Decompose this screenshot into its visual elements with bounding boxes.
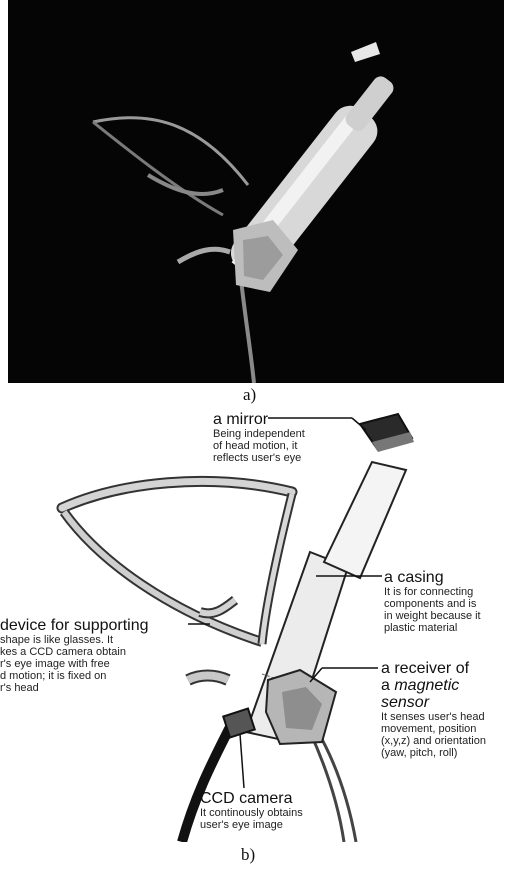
receiver-title-prefix: a: [381, 677, 394, 694]
mirror-desc-2: of head motion, it: [213, 440, 363, 452]
casing-title: a casing: [384, 569, 509, 586]
support-title: device for supporting: [0, 617, 190, 634]
label-ccd: CCD camera It continously obtains user's…: [200, 790, 350, 831]
casing-desc-4: plastic material: [384, 622, 509, 634]
ccd-desc-2: user's eye image: [200, 819, 350, 831]
receiver-title-1: a receiver of: [381, 660, 509, 677]
ccd-title: CCD camera: [200, 790, 350, 807]
device-photo: [8, 0, 504, 383]
label-receiver: a receiver of a magnetic sensor It sense…: [381, 660, 509, 759]
receiver-desc-2: movement, position: [381, 723, 509, 735]
label-casing: a casing It is for connecting components…: [384, 569, 509, 634]
label-mirror: a mirror Being independent of head motio…: [213, 411, 363, 464]
mirror-desc-3: reflects user's eye: [213, 452, 363, 464]
support-desc-5: r's head: [0, 682, 190, 694]
caption-b: b): [241, 845, 255, 865]
casing-desc-3: in weight because it: [384, 610, 509, 622]
support-desc-4: d motion; it is fixed on: [0, 670, 190, 682]
receiver-desc-1: It senses user's head: [381, 711, 509, 723]
receiver-desc-4: (yaw, pitch, roll): [381, 747, 509, 759]
support-desc-3: r's eye image with free: [0, 658, 190, 670]
support-desc-2: kes a CCD camera obtain: [0, 646, 190, 658]
ccd-desc-1: It continously obtains: [200, 807, 350, 819]
caption-a: a): [243, 385, 256, 405]
label-support: device for supporting shape is like glas…: [0, 617, 190, 694]
casing-desc-2: components and is: [384, 598, 509, 610]
support-desc-1: shape is like glasses. It: [0, 634, 190, 646]
receiver-desc-3: (x,y,z) and orientation: [381, 735, 509, 747]
receiver-title-2: a magnetic sensor: [381, 677, 509, 711]
mirror-title: a mirror: [213, 411, 363, 428]
casing-desc-1: It is for connecting: [384, 586, 509, 598]
mirror-desc-1: Being independent: [213, 428, 363, 440]
